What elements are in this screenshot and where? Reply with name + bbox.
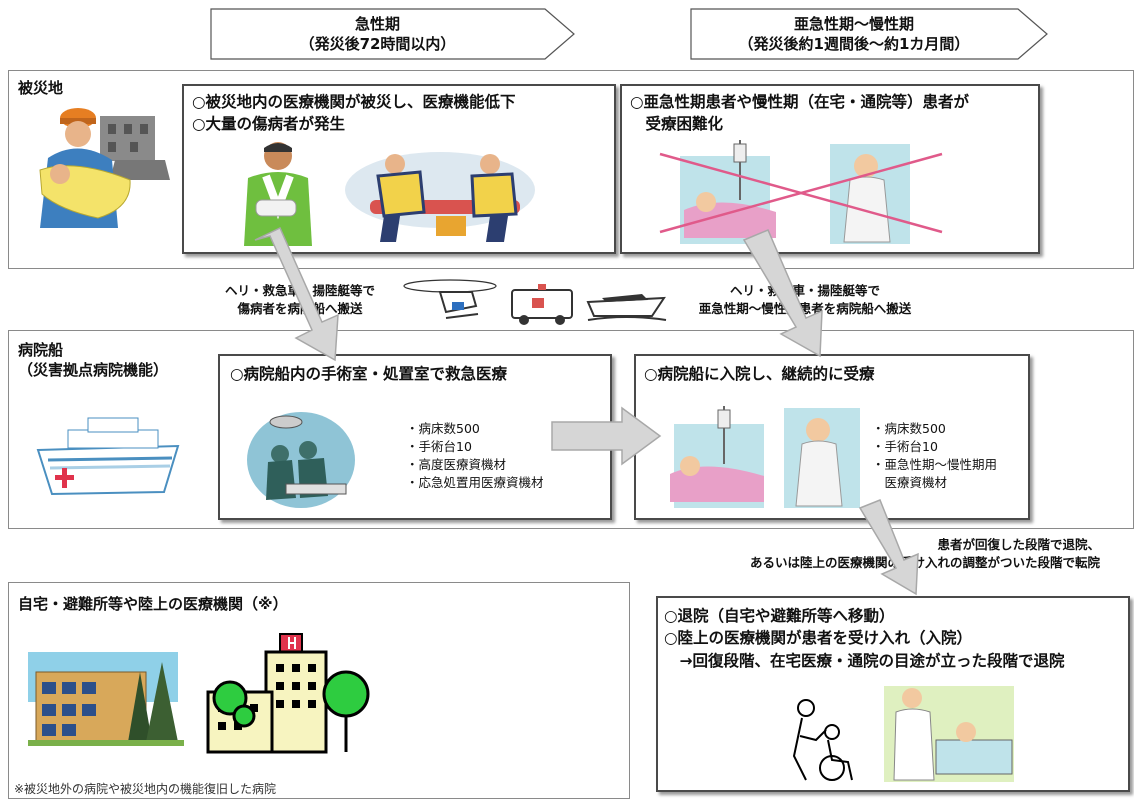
ship-acute-item-3: ・高度医療資機材 xyxy=(406,457,507,472)
arrow-ship-to-land xyxy=(858,499,919,596)
arrow-disaster-to-ship-subacute xyxy=(742,229,823,358)
transport-right-line-2: 亜急性期～慢性期患者を病院船へ搬送 xyxy=(698,301,912,316)
ship-subacute-title: ○病院船に入院し、継続的に受療 xyxy=(644,365,875,383)
transport-right-line-1: ヘリ・救急車・揚陸艇等で xyxy=(729,283,880,298)
acute-disaster-line-1: ○被災地内の医療機関が被災し、医療機能低下 xyxy=(192,93,516,111)
cruise-ship-illustration xyxy=(28,410,188,500)
arrow-disaster-to-ship-acute xyxy=(254,226,339,362)
hospital-building-illustration xyxy=(200,632,370,754)
hospital-ship-label-1: 病院船 xyxy=(18,341,64,359)
hospital-ship-label-2: （災害拠点病院機能） xyxy=(18,361,169,379)
subacute-phase-header: 亜急性期～慢性期 （発災後約1週間後～約1カ月間） xyxy=(690,8,1048,60)
transport-right-note: ヘリ・救急車・揚陸艇等で 亜急性期～慢性期患者を病院船へ搬送 xyxy=(670,282,940,318)
ship-acute-item-1: ・病床数500 xyxy=(406,421,480,436)
recovery-care-illustration xyxy=(766,676,1016,784)
surgery-illustration xyxy=(246,404,356,510)
ship-subacute-item-3: ・亜急性期～慢性期用 xyxy=(872,457,998,472)
ship-subacute-item-4: 医療資機材 xyxy=(872,475,948,490)
chevron-shape xyxy=(210,8,575,60)
helicopter-icon xyxy=(403,279,497,319)
discharge-note: 患者が回復した段階で退院、 あるいは陸上の医療機関の受け入れの調整がついた段階で… xyxy=(660,536,1100,572)
transport-left-line-2: 傷病者を病院船へ搬送 xyxy=(237,301,363,316)
ship-subacute-item-2: ・手術台10 xyxy=(872,439,938,454)
chevron-shape xyxy=(690,8,1048,60)
discharge-line-3: →回復段階、在宅医療・通院の目途が立った段階で退院 xyxy=(664,652,1065,670)
disaster-area-label: 被災地 xyxy=(18,79,64,97)
ship-acute-item-4: ・応急処置用医療資機材 xyxy=(406,475,544,490)
land-label: 自宅・避難所等や陸上の医療機関（※） xyxy=(18,595,288,613)
discharge-line-2: ○陸上の医療機関が患者を受け入れ（入院） xyxy=(664,629,973,647)
rescuer-with-child-illustration xyxy=(20,98,170,238)
acute-disaster-line-2: ○大量の傷病者が発生 xyxy=(192,115,346,133)
cross-line-2 xyxy=(659,152,943,234)
transport-vehicles-illustration xyxy=(402,272,672,330)
injured-person-illustration xyxy=(228,138,328,248)
discharge-note-line-2: あるいは陸上の医療機関の受け入れの調整がついた段階で転院 xyxy=(749,555,1100,570)
acute-phase-subtitle: （発災後72時間以内） xyxy=(299,35,456,53)
discharge-note-line-1: 患者が回復した段階で退院、 xyxy=(937,537,1100,552)
ship-acute-title: ○病院船内の手術室・処置室で救急医療 xyxy=(230,365,508,383)
ship-acute-item-2: ・手術台10 xyxy=(406,439,472,454)
landing-craft-icon xyxy=(586,294,667,321)
land-footnote: ※被災地外の病院や被災地内の機能復旧した病院 xyxy=(14,782,277,796)
subacute-phase-title: 亜急性期～慢性期 xyxy=(793,15,914,33)
ship-patients-illustration xyxy=(664,404,864,510)
bedridden-patient-illustration xyxy=(659,140,950,246)
paramedics-illustration xyxy=(340,150,550,248)
subacute-phase-subtitle: （発災後約1週間後～約1カ月間） xyxy=(738,35,970,53)
acute-phase-header: 急性期 （発災後72時間以内） xyxy=(210,8,575,60)
subacute-disaster-line-2: 受療困難化 xyxy=(630,115,724,133)
arrow-acute-to-subacute xyxy=(551,406,662,466)
ship-acute-items: ・病床数500 ・手術台10 ・高度医療資機材 ・応急処置用医療資機材 xyxy=(406,420,544,492)
ship-subacute-items: ・病床数500 ・手術台10 ・亜急性期～慢性期用 医療資機材 xyxy=(872,420,997,492)
ambulance-icon xyxy=(511,284,573,325)
school-building-illustration xyxy=(28,632,188,748)
discharge-line-1: ○退院（自宅や避難所等へ移動） xyxy=(664,607,895,625)
ship-subacute-item-1: ・病床数500 xyxy=(872,421,946,436)
subacute-disaster-line-1: ○亜急性期患者や慢性期（在宅・通院等）患者が xyxy=(630,93,970,111)
acute-phase-title: 急性期 xyxy=(354,15,400,33)
